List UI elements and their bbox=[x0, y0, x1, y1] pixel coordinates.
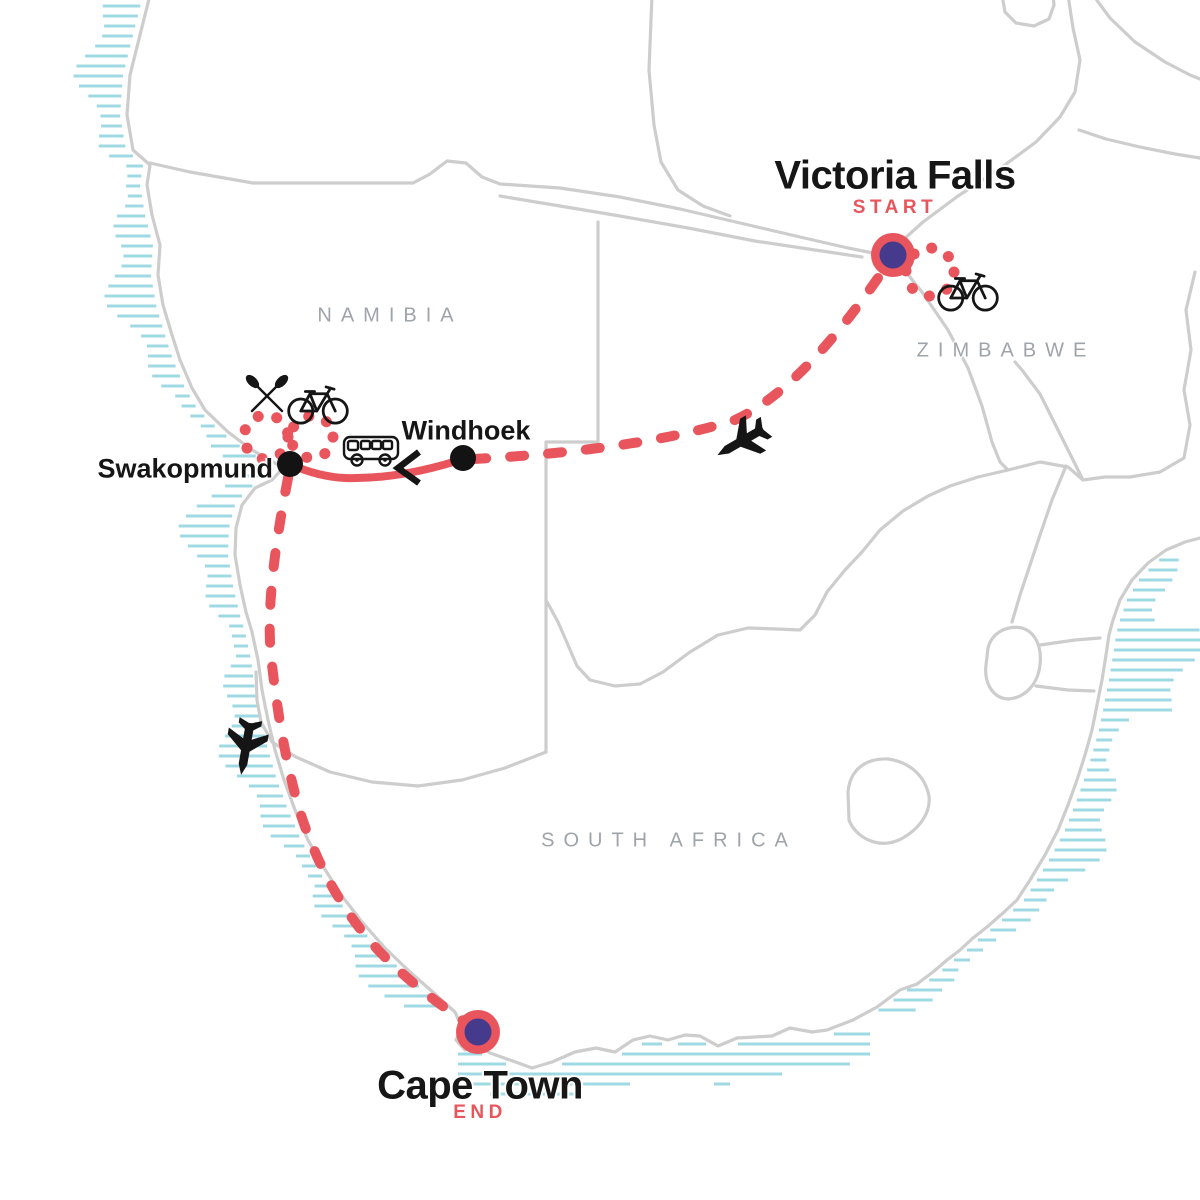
start-badge: START bbox=[852, 197, 938, 218]
direction-arrow bbox=[392, 449, 421, 486]
city-dot-windhoek bbox=[450, 445, 476, 471]
city-label-windhoek: Windhoek bbox=[401, 415, 531, 446]
end-badge: END bbox=[453, 1102, 507, 1123]
route-flight-victoria-falls-windhoek bbox=[469, 273, 883, 464]
kayak-paddles-icon bbox=[245, 374, 289, 413]
route-bus-windhoek-swakopmund bbox=[288, 449, 467, 486]
bicycle-icon bbox=[287, 385, 349, 425]
country-borders bbox=[148, 0, 1200, 845]
end-marker-cape-town bbox=[456, 1010, 500, 1054]
country-label-namibia: NAMIBIA bbox=[317, 304, 463, 327]
country-label-zimbabwe: ZIMBABWE bbox=[916, 339, 1096, 362]
ocean-hatching bbox=[73, 4, 1200, 1096]
bus-icon bbox=[342, 435, 400, 467]
stop-label-cape-town: Cape Town bbox=[377, 1063, 583, 1108]
country-label-south-africa: SOUTH AFRICA bbox=[541, 829, 797, 852]
stop-label-victoria-falls: Victoria Falls bbox=[774, 153, 1016, 198]
coastline bbox=[125, 0, 1200, 1070]
route-flight-swakopmund-cape-town bbox=[264, 473, 473, 1029]
start-marker-victoria-falls bbox=[871, 233, 915, 277]
plane-icon bbox=[707, 409, 777, 473]
city-label-swakopmund: Swakopmund bbox=[97, 453, 273, 484]
city-dot-swakopmund bbox=[277, 451, 303, 477]
